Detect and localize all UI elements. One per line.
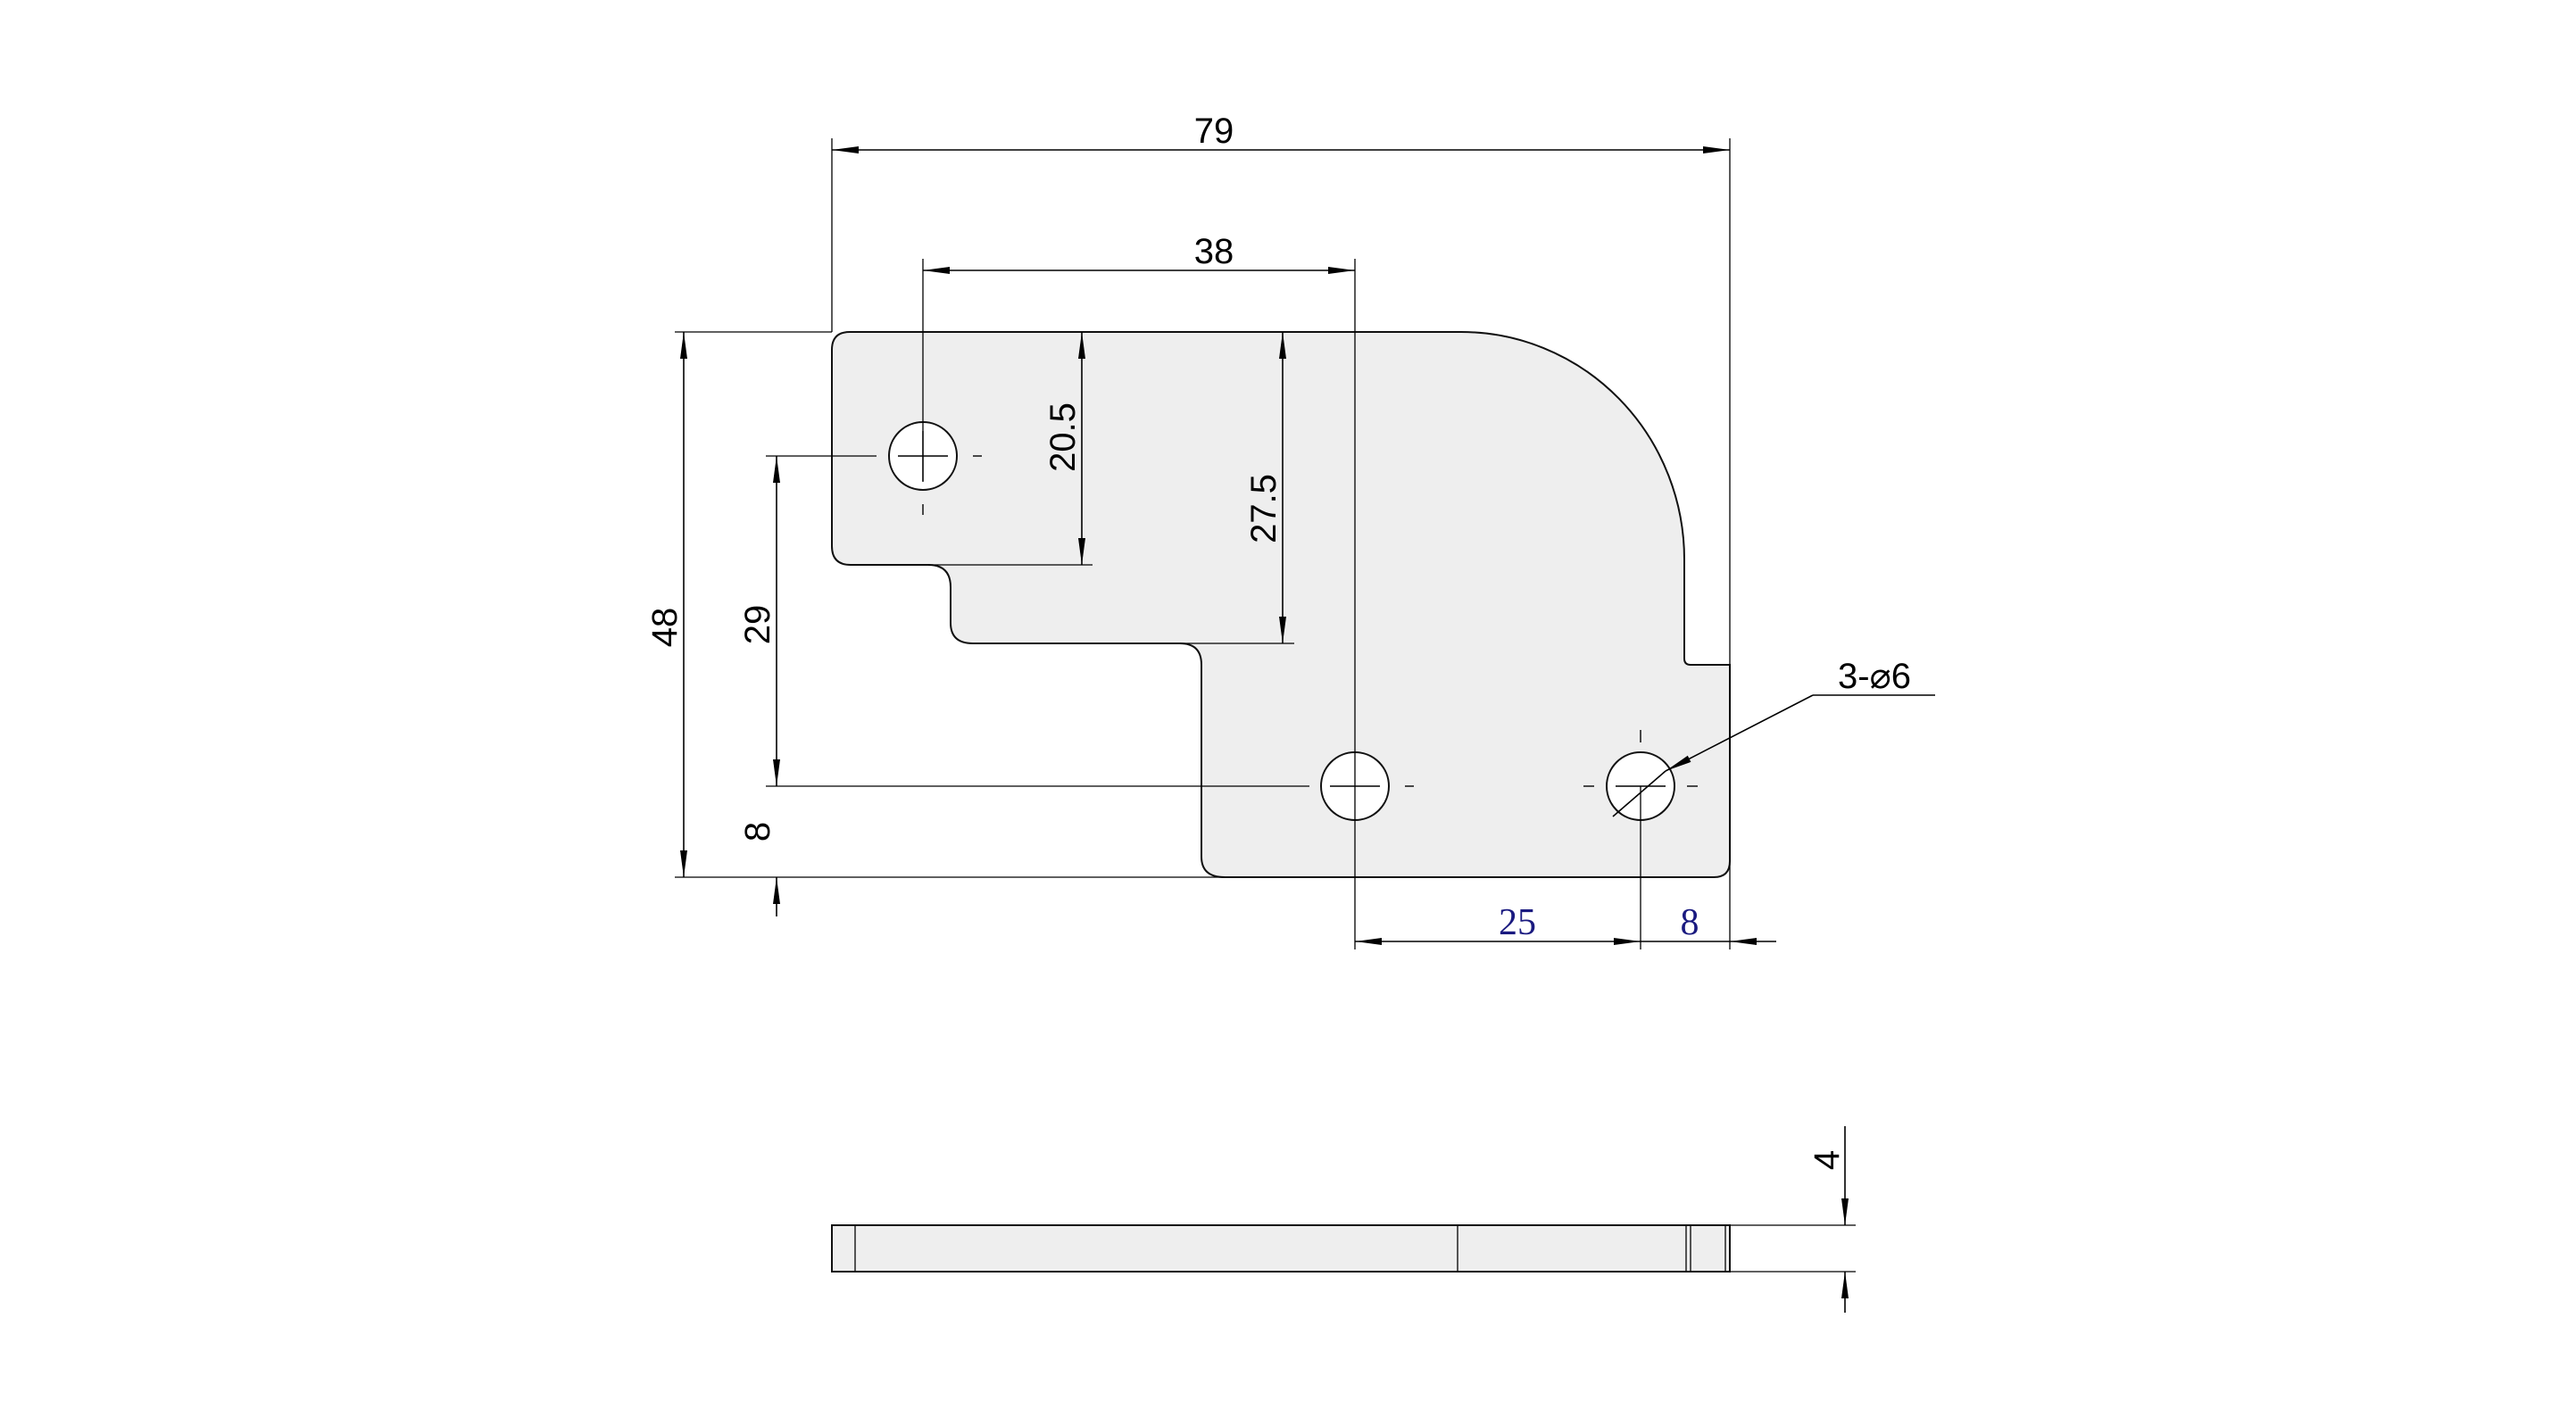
dim-8-horizontal: 8 — [1681, 902, 1699, 943]
dim-20-5: 20.5 — [1043, 402, 1083, 472]
dim-thickness-4: 4 — [1807, 1150, 1847, 1170]
side-view — [831, 1126, 1856, 1313]
dim-79: 79 — [1194, 112, 1234, 151]
dim-8-vertical: 8 — [738, 822, 777, 842]
dim-27-5: 27.5 — [1244, 474, 1284, 543]
dim-29: 29 — [738, 605, 777, 645]
dimension-lines — [680, 146, 1935, 945]
dim-25: 25 — [1499, 902, 1536, 943]
hole-callout: 3-⌀6 — [1838, 657, 1911, 696]
plate-outline — [831, 331, 1731, 878]
dim-48: 48 — [645, 608, 685, 648]
extension-lines — [675, 138, 1731, 949]
dim-38: 38 — [1194, 232, 1234, 271]
